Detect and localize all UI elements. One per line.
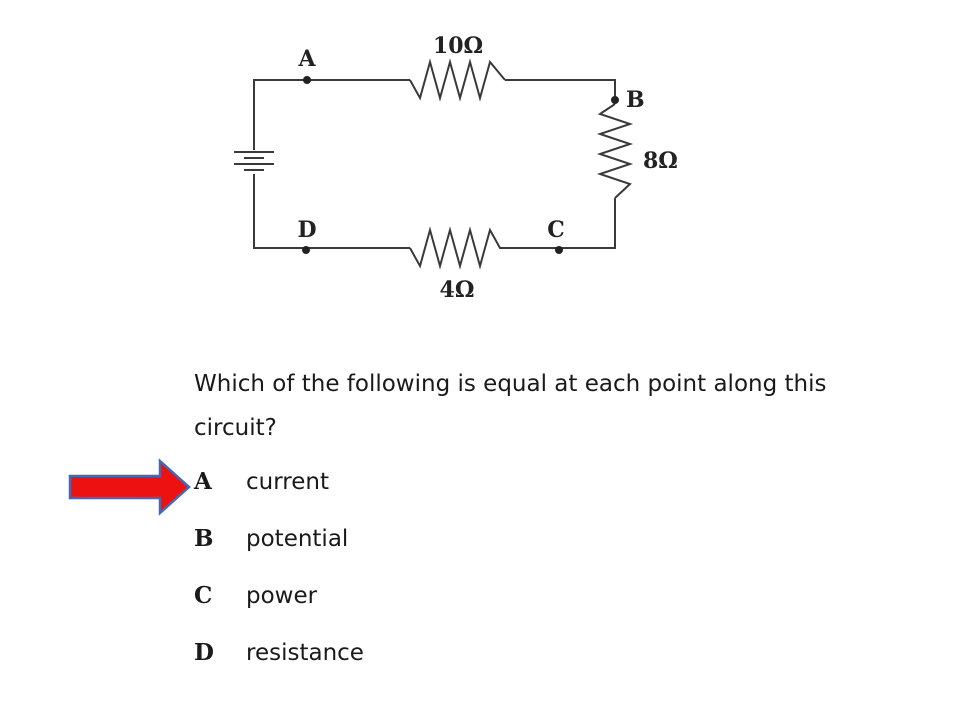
choice-c-letter: C — [194, 582, 213, 609]
node-d-label: D — [297, 217, 316, 243]
circuit-diagram: A B C D 10Ω 8Ω 4Ω — [234, 33, 678, 303]
node-c-dot — [555, 246, 563, 254]
circuit-wires — [253, 79, 616, 249]
node-c-label: C — [547, 217, 565, 243]
node-b-dot — [611, 96, 619, 104]
choice-c-text: power — [246, 583, 318, 609]
node-d-dot — [302, 246, 310, 254]
choice-a-letter: A — [194, 468, 212, 495]
node-b-label: B — [626, 87, 645, 113]
choice-a-text: current — [246, 469, 329, 495]
resistor-8-ohm-label: 8Ω — [643, 148, 678, 174]
red-arrow-icon — [68, 458, 191, 516]
choice-b-letter: B — [194, 525, 214, 552]
choice-d-letter: D — [194, 639, 214, 666]
node-a-label: A — [297, 46, 316, 72]
resistor-4-ohm-label: 4Ω — [440, 277, 475, 303]
resistor-8-ohm-icon — [596, 103, 634, 199]
battery-icon — [234, 151, 274, 171]
node-a-dot — [303, 76, 311, 84]
resistor-10-ohm-icon — [409, 58, 506, 102]
resistor-4-ohm-icon — [409, 226, 555, 270]
resistor-10-ohm-label: 10Ω — [433, 33, 483, 59]
question-text: Which of the following is equal at each … — [194, 371, 827, 441]
choice-b-text: potential — [246, 526, 349, 552]
choice-d-text: resistance — [246, 640, 364, 666]
